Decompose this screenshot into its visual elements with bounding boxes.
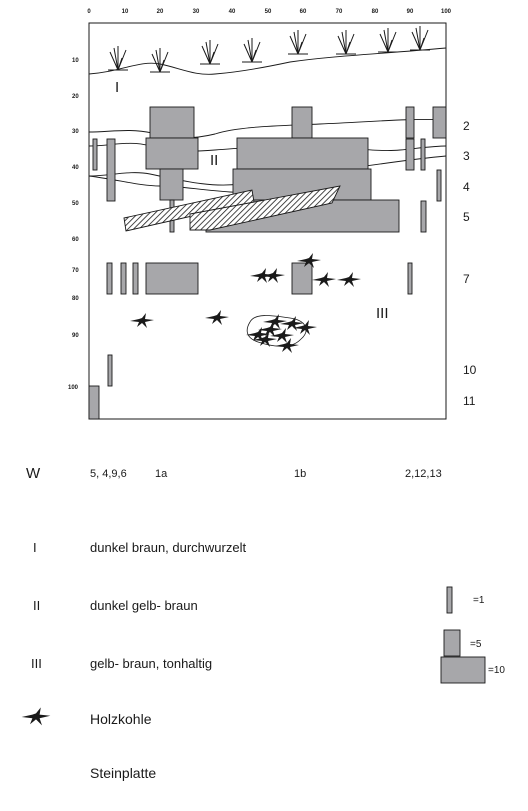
left-tick-20: 20	[72, 94, 79, 100]
find-block	[291, 106, 313, 139]
legend-text: dunkel braun, durchwurzelt	[90, 540, 246, 555]
legend-text: gelb- braun, tonhaltig	[90, 656, 212, 671]
top-tick-20: 20	[157, 9, 164, 15]
stone-slab	[189, 185, 341, 231]
top-axis: 0 10 20 30 40 50 60 70 80 90 100	[87, 9, 451, 15]
find-block	[405, 138, 415, 171]
layer-numeral-I: I	[115, 79, 119, 96]
size-label-1: =1	[473, 595, 485, 606]
find-block	[236, 137, 369, 170]
top-tick-90: 90	[407, 9, 414, 15]
find-block	[92, 138, 98, 171]
size-swatch-5	[443, 629, 461, 657]
boundary-line	[88, 47, 447, 75]
find-block	[120, 262, 127, 295]
find-block	[132, 262, 139, 295]
top-tick-60: 60	[300, 9, 307, 15]
charcoal-icon	[21, 707, 51, 726]
legend-numeral: I	[33, 540, 37, 555]
top-tick-50: 50	[265, 9, 272, 15]
root-icon	[336, 30, 356, 55]
right-label: 5	[463, 210, 470, 224]
left-axis: 10 20 30 40 50 60 70 80 90 100	[68, 58, 79, 391]
plot-frame	[88, 22, 447, 420]
right-label: 3	[463, 149, 470, 163]
sample-group: 1b	[294, 468, 306, 480]
boundary-line	[88, 119, 447, 139]
root-icon	[108, 46, 128, 71]
top-tick-80: 80	[372, 9, 379, 15]
find-block	[145, 137, 199, 170]
root-icon	[378, 28, 398, 53]
find-block	[407, 262, 413, 295]
find-block	[291, 262, 313, 295]
sample-group: 5, 4,9,6	[90, 468, 127, 480]
left-tick-60: 60	[72, 237, 79, 243]
find-block	[420, 138, 426, 171]
find-block	[88, 385, 100, 420]
top-tick-70: 70	[336, 9, 343, 15]
layer-numeral-III: III	[376, 305, 389, 322]
root-symbols	[108, 26, 430, 73]
root-icon	[288, 30, 308, 55]
root-icon	[200, 40, 220, 65]
bottom-row: W 5, 4,9,6 1a 1b 2,12,13	[26, 465, 442, 482]
top-tick-30: 30	[193, 9, 200, 15]
top-tick-0: 0	[87, 9, 91, 15]
stone-slabs	[123, 185, 341, 232]
left-tick-50: 50	[72, 201, 79, 207]
find-block	[145, 262, 199, 295]
find-block	[159, 168, 184, 201]
size-swatch-1	[446, 586, 453, 614]
legend-stone: Steinplatte	[90, 765, 156, 781]
sample-group: 2,12,13	[405, 468, 442, 480]
find-block	[106, 138, 116, 202]
top-tick-100: 100	[441, 9, 452, 15]
find-block	[420, 200, 427, 233]
find-blocks	[88, 106, 447, 420]
right-label: 2	[463, 119, 470, 133]
find-block	[106, 262, 113, 295]
legend: I dunkel braun, durchwurzelt II dunkel g…	[21, 540, 505, 781]
left-tick-100: 100	[68, 385, 79, 391]
size-label-5: =5	[470, 639, 482, 650]
size-swatch-10	[440, 656, 486, 684]
charcoal-cluster	[246, 314, 317, 353]
top-tick-10: 10	[122, 9, 129, 15]
layer-numeral-II: II	[210, 152, 218, 169]
legend-text: dunkel gelb- braun	[90, 598, 198, 613]
right-labels: 2 3 4 5 7 10 11	[463, 119, 477, 408]
find-block	[436, 169, 442, 202]
left-tick-10: 10	[72, 58, 79, 64]
left-tick-80: 80	[72, 296, 79, 302]
left-tick-90: 90	[72, 333, 79, 339]
root-icon	[242, 38, 262, 63]
root-icon	[150, 48, 170, 73]
left-tick-30: 30	[72, 129, 79, 135]
left-tick-40: 40	[72, 165, 79, 171]
right-label: 7	[463, 272, 470, 286]
sample-group: 1a	[155, 468, 168, 480]
right-label: 11	[463, 394, 476, 408]
right-label: 4	[463, 180, 470, 194]
find-block	[107, 354, 113, 387]
legend-charcoal: Holzkohle	[90, 711, 152, 727]
left-tick-70: 70	[72, 268, 79, 274]
legend-numeral: III	[31, 656, 42, 671]
legend-numeral: II	[33, 598, 40, 613]
top-tick-40: 40	[229, 9, 236, 15]
right-label: 10	[463, 363, 477, 377]
west-label: W	[26, 465, 41, 482]
find-block	[405, 106, 415, 139]
find-block	[149, 106, 195, 139]
find-block	[432, 106, 447, 139]
size-label-10: =10	[488, 665, 505, 676]
root-icon	[410, 26, 430, 51]
